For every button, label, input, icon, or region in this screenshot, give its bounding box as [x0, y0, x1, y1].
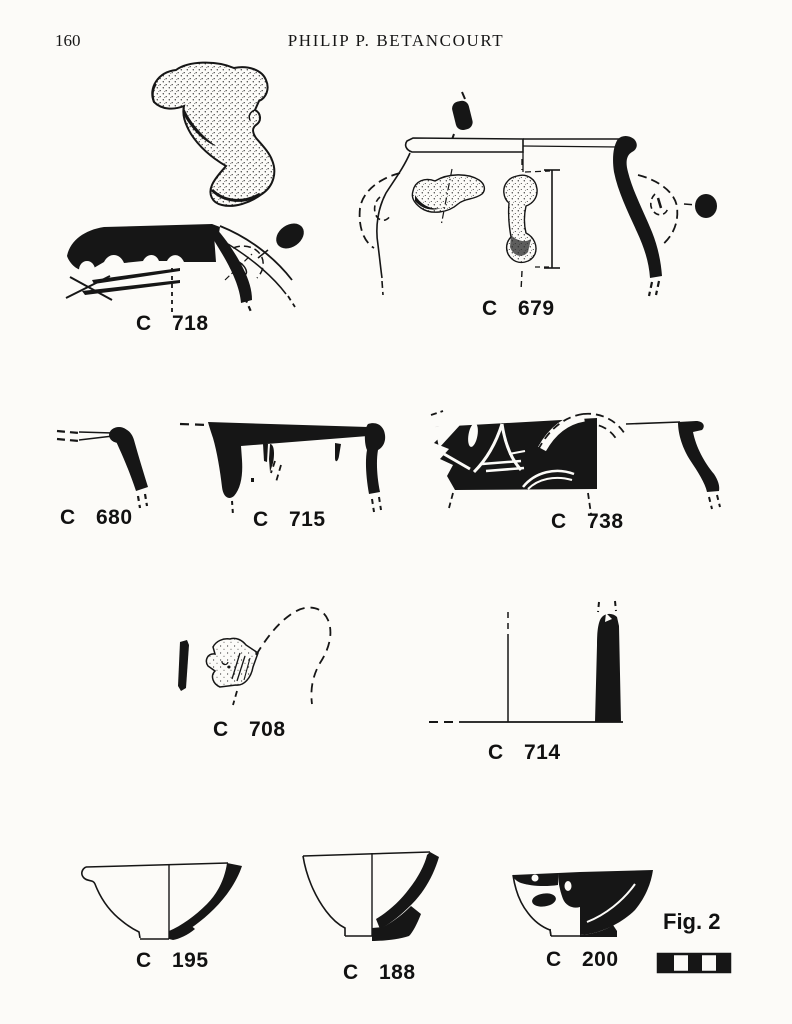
catalog-label-c200: C 200 [546, 948, 619, 971]
catalog-label-c680: C 680 [60, 506, 133, 529]
running-head: PHILIP P. BETANCOURT [287, 31, 505, 50]
page-number: 160 [55, 31, 81, 50]
catalog-label-c714: C 714 [488, 741, 561, 764]
c195-bowl-drawing [81, 862, 242, 940]
c718-handle-drawing [151, 61, 276, 207]
catalog-label-c195: C 195 [136, 949, 209, 972]
c718-profile-drawing [65, 223, 304, 315]
c715-sherd-drawing [179, 422, 386, 516]
c738-sherd-drawing [430, 410, 721, 515]
catalog-label-c188: C 188 [343, 961, 416, 984]
c188-bowl-drawing [302, 851, 439, 941]
catalog-label-c679: C 679 [482, 297, 555, 320]
catalog-label-c738: C 738 [551, 510, 624, 533]
catalog-label-c708: C 708 [213, 718, 286, 741]
c680-profile-drawing [56, 427, 149, 509]
catalog-label-c718: C 718 [136, 312, 209, 335]
scale-bar [656, 952, 732, 974]
c714-base-drawing [429, 600, 623, 723]
c200-bowl-drawing [512, 870, 653, 937]
figure-caption: Fig. 2 [663, 909, 721, 934]
c708-sherd-drawing [178, 606, 332, 706]
catalog-label-c715: C 715 [253, 508, 326, 531]
c679-vessel-drawing [358, 91, 717, 297]
